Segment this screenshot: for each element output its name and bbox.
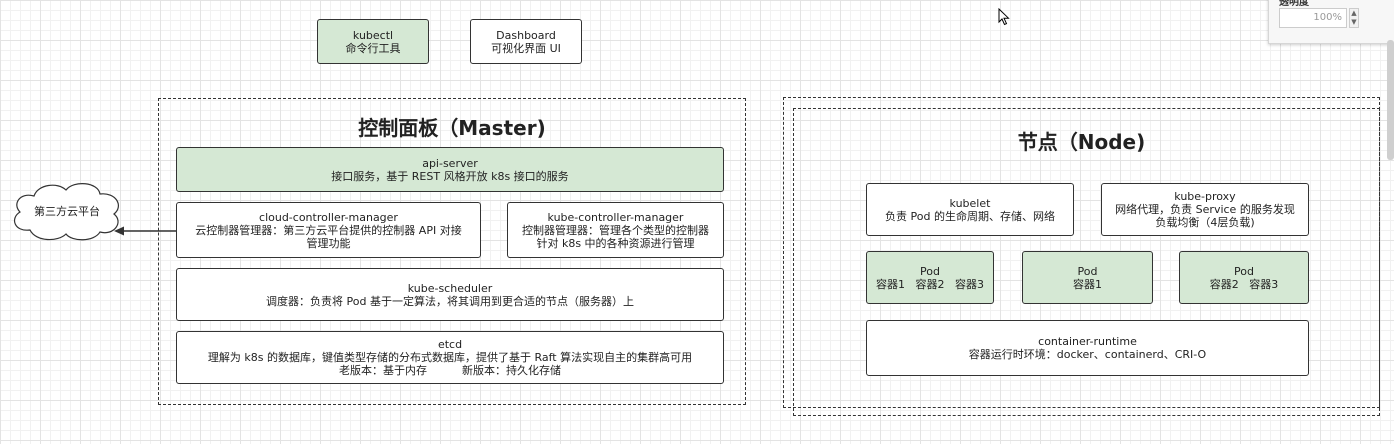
dashboard-desc: 可视化界面 UI	[491, 41, 561, 55]
cloud-label: 第三方云平台	[34, 205, 100, 218]
cloud-controller-manager-box[interactable]: cloud-controller-manager 云控制器管理器：第三方云平台提…	[176, 202, 481, 258]
kube-proxy-desc: 网络代理，负责 Service 的服务发现	[1115, 203, 1295, 216]
chevron-up-icon[interactable]: ▲	[1351, 9, 1357, 17]
pod-2-label: Pod	[1077, 264, 1098, 278]
chevron-down-icon[interactable]: ▼	[1351, 18, 1357, 26]
api-server-label: api-server	[422, 156, 478, 170]
opacity-stepper[interactable]: ▲ ▼	[1349, 8, 1359, 28]
runtime-desc: 容器运行时环境：docker、containerd、CRI-O	[968, 348, 1207, 361]
scheduler-label: kube-scheduler	[407, 281, 493, 295]
kube-proxy-desc-2: 负载均衡（4层负载)	[1155, 216, 1255, 229]
opacity-input[interactable]: 100%	[1279, 8, 1347, 28]
api-server-desc: 接口服务，基于 REST 风格开放 k8s 接口的服务	[331, 169, 569, 183]
node-frame-inner	[793, 108, 1380, 416]
pod-box-1[interactable]: Pod 容器1 容器2 容器3	[866, 251, 994, 304]
master-title: 控制面板（Master)	[358, 116, 546, 140]
kubectl-box[interactable]: kubectl 命令行工具	[317, 19, 429, 64]
kubelet-desc: 负责 Pod 的生命周期、存储、网络	[885, 209, 1055, 223]
kubelet-label: kubelet	[949, 196, 991, 210]
vertical-scrollbar[interactable]	[1387, 40, 1394, 160]
cloud-arrow	[114, 226, 176, 236]
kube-scheduler-box[interactable]: kube-scheduler 调度器：负责将 Pod 基于一定算法，将其调用到更…	[176, 268, 724, 321]
kube-controller-manager-box[interactable]: kube-controller-manager 控制器管理器：管理各个类型的控制…	[507, 202, 724, 258]
container-runtime-box[interactable]: container-runtime 容器运行时环境：docker、contain…	[866, 320, 1309, 376]
kubelet-box[interactable]: kubelet 负责 Pod 的生命周期、存储、网络	[866, 183, 1074, 236]
runtime-label: container-runtime	[1038, 335, 1137, 348]
etcd-label: etcd	[437, 338, 463, 351]
ccm-desc: 云控制器管理器：第三方云平台提供的控制器 API 对接	[195, 223, 462, 237]
api-server-box[interactable]: api-server 接口服务，基于 REST 风格开放 k8s 接口的服务	[176, 147, 724, 192]
pod-box-2[interactable]: Pod 容器1	[1022, 251, 1153, 304]
dashboard-label: Dashboard	[496, 28, 556, 42]
node-title: 节点（Node)	[1017, 130, 1146, 154]
kube-proxy-label: kube-proxy	[1174, 190, 1236, 203]
kubectl-desc: 命令行工具	[345, 41, 401, 55]
mouse-cursor-icon	[998, 8, 1010, 26]
kubectl-label: kubectl	[352, 28, 394, 42]
scheduler-desc: 调度器：负责将 Pod 基于一定算法，将其调用到更合适的节点（服务器）上	[266, 294, 634, 308]
pod-3-containers: 容器2 容器3	[1209, 277, 1279, 291]
etcd-desc-2: 老版本：基于内存 新版本：持久化存储	[339, 364, 561, 377]
master-frame[interactable]	[158, 98, 746, 405]
pod-1-label: Pod	[920, 264, 940, 278]
pod-2-containers: 容器1	[1073, 277, 1102, 291]
etcd-desc: 理解为 k8s 的数据库，键值类型存储的分布式数据库，提供了基于 Raft 算法…	[207, 351, 693, 364]
kube-proxy-box[interactable]: kube-proxy 网络代理，负责 Service 的服务发现 负载均衡（4层…	[1101, 183, 1309, 236]
opacity-label: 透明度	[1279, 0, 1309, 8]
kcm-label: kube-controller-manager	[547, 210, 684, 224]
kcm-desc-2: 针对 k8s 中的各种资源进行管理	[536, 236, 695, 250]
cloud-shape[interactable]	[8, 180, 126, 242]
etcd-box[interactable]: etcd 理解为 k8s 的数据库，键值类型存储的分布式数据库，提供了基于 Ra…	[176, 331, 724, 384]
pod-3-label: Pod	[1234, 264, 1254, 278]
format-panel: 透明度 100% ▲ ▼	[1268, 0, 1394, 44]
ccm-desc-2: 管理功能	[306, 236, 351, 250]
pod-1-containers: 容器1 容器2 容器3	[876, 277, 984, 291]
dashboard-box[interactable]: Dashboard 可视化界面 UI	[470, 19, 582, 64]
kcm-desc: 控制器管理器：管理各个类型的控制器	[522, 223, 709, 237]
ccm-label: cloud-controller-manager	[259, 210, 398, 224]
pod-box-3[interactable]: Pod 容器2 容器3	[1179, 251, 1309, 304]
